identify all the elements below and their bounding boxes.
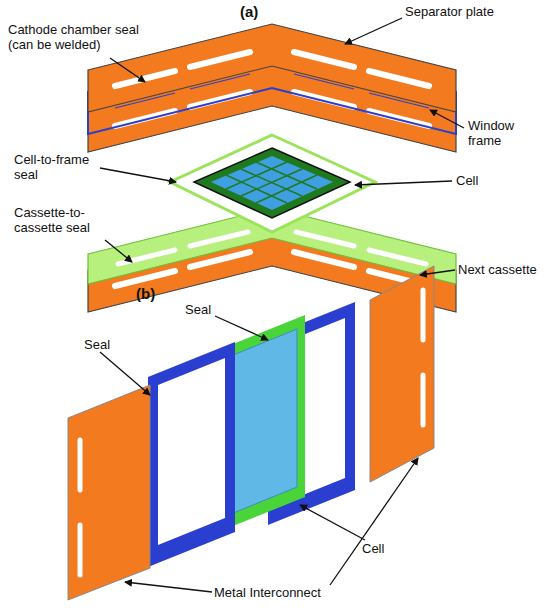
- part-label: Seal: [84, 337, 110, 352]
- part-label: Metal Interconnect: [214, 585, 321, 600]
- leader-line: [100, 18, 464, 592]
- separator-plate: [88, 24, 456, 112]
- part-label: Cell: [456, 173, 478, 188]
- part-label: Separator plate: [405, 4, 494, 19]
- cell-assembly: [170, 135, 375, 232]
- part-label: Next cassette: [458, 262, 537, 277]
- window-frame: [88, 64, 456, 152]
- part-label: Cathode chamber seal (can be welded): [8, 22, 158, 52]
- part-label: Cell-to-frame seal: [14, 152, 102, 182]
- panel-letter: (a): [240, 4, 258, 19]
- metal-interconnect: [68, 385, 150, 600]
- metal-interconnect: [370, 266, 434, 482]
- part-label: Seal: [185, 302, 211, 317]
- panel-letter: (b): [136, 286, 155, 301]
- seal-frame: [148, 342, 235, 567]
- part-label: Cell: [362, 541, 384, 556]
- part-label: Window frame: [468, 118, 538, 148]
- part-label: Cassette-to-cassette seal: [14, 205, 124, 235]
